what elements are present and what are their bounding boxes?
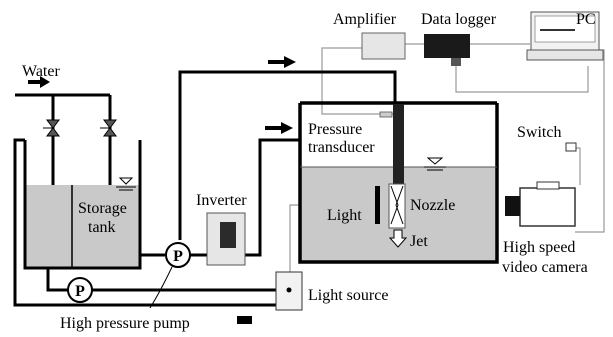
valve-icon — [100, 119, 117, 137]
storage-tank — [23, 140, 142, 270]
flow-arrow-icon — [265, 122, 293, 134]
label-storage: Storage — [78, 200, 127, 217]
pump-symbol-low: P — [75, 283, 85, 300]
data-logger-device — [424, 34, 470, 66]
light-plate — [375, 186, 380, 224]
switch-device — [565, 142, 577, 152]
label-pressure: Pressure — [308, 121, 362, 138]
label-inverter: Inverter — [196, 192, 247, 209]
label-high-pressure-pump: High pressure pump — [60, 315, 190, 332]
flow-arrows — [28, 56, 296, 324]
label-amplifier: Amplifier — [333, 11, 397, 28]
pipes — [13, 70, 397, 307]
label-pc: PC — [576, 11, 596, 28]
label-light: Light — [327, 207, 362, 224]
label-high-speed: High speed — [503, 239, 575, 256]
nozzle-assembly — [379, 104, 406, 229]
label-video-camera: video camera — [502, 259, 588, 276]
light-source-device — [275, 271, 303, 311]
camera-icon — [505, 181, 576, 227]
label-water: Water — [22, 63, 60, 80]
inverter-device — [195, 212, 246, 266]
label-tank: tank — [88, 219, 116, 236]
flow-arrow-icon — [28, 76, 50, 88]
water-level-icon — [424, 157, 446, 171]
label-jet: Jet — [410, 233, 428, 250]
amplifier-device — [361, 32, 406, 60]
pc-icon — [526, 11, 604, 61]
pressure-transducer — [379, 111, 393, 118]
label-data-logger: Data logger — [421, 11, 497, 28]
pump-callout-line — [149, 266, 173, 309]
water-level-icon — [116, 177, 136, 191]
pump-symbol-high: P — [173, 248, 183, 265]
storage-water — [25, 185, 140, 268]
pump-icon: P — [67, 277, 93, 303]
pump-icon: P — [165, 242, 191, 268]
jet-arrow-icon — [388, 229, 408, 248]
label-switch: Switch — [517, 124, 561, 141]
valve-icon — [43, 119, 60, 137]
label-light-source: Light source — [308, 287, 388, 304]
label-nozzle: Nozzle — [410, 197, 455, 214]
label-transducer: transducer — [308, 139, 375, 156]
flow-arrow-icon — [268, 56, 296, 68]
flow-arrow-icon — [237, 316, 264, 324]
